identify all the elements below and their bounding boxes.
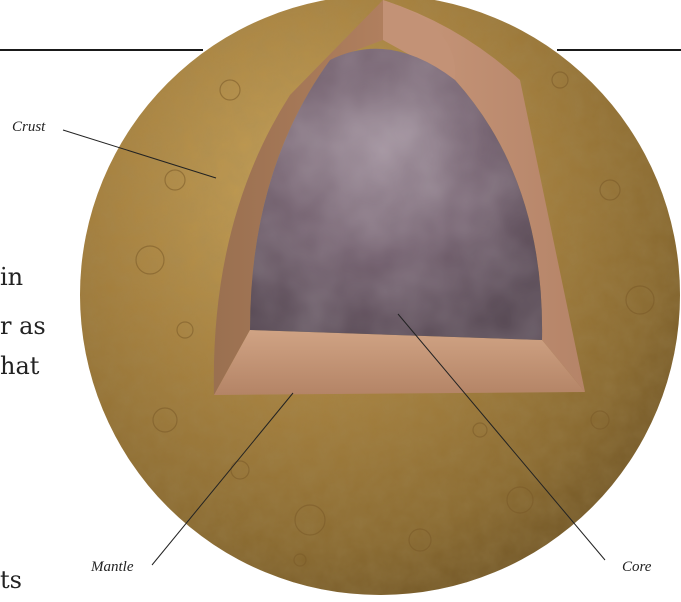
text-fragment-1: in <box>0 265 23 289</box>
label-mantle: Mantle <box>91 559 134 576</box>
text-fragment-2: r as <box>0 314 46 338</box>
label-core: Core <box>622 559 651 576</box>
text-fragment-4: ts <box>0 568 22 592</box>
text-fragment-3: hat <box>0 354 39 378</box>
label-crust: Crust <box>12 119 45 136</box>
